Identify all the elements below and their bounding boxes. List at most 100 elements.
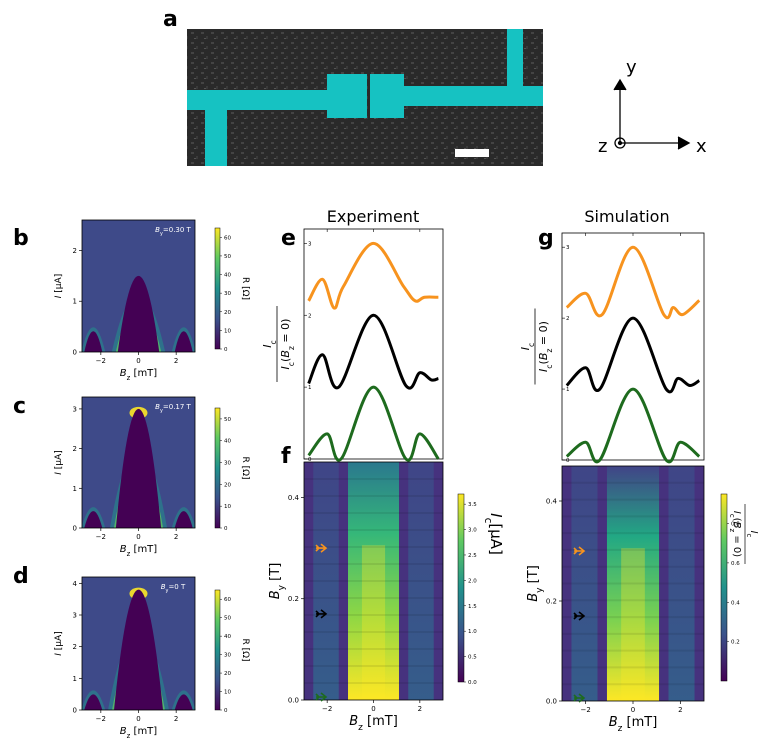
y-axis-label: I [μA] — [54, 274, 64, 298]
axis-y-label: y — [626, 57, 637, 78]
colorbar-tick-label: 0.4 — [731, 600, 740, 606]
simulation-title: Simulation — [584, 207, 669, 226]
y-tick-label: 1 — [566, 387, 570, 393]
arrow-right-icon — [315, 692, 328, 702]
y-tick-label: 2 — [566, 316, 570, 322]
colorbar-tick-label: 2.0 — [468, 578, 477, 584]
colorbar-tick-label: 50 — [224, 616, 231, 622]
x-axis-label: Bz [mT] — [120, 544, 157, 558]
panel-label-e: e — [281, 226, 296, 251]
y-tick-label: 3 — [308, 241, 312, 247]
colorbar-tick-label: 0 — [224, 347, 228, 353]
axes-frame — [303, 228, 444, 460]
colorbar — [214, 407, 221, 529]
colorbar-tick-label: 20 — [224, 482, 231, 488]
y-tick-label: 0 — [308, 457, 312, 463]
colorbar-label: R [Ω] — [240, 638, 250, 661]
colorbar-tick-label: 40 — [224, 634, 231, 640]
panel-label-c: c — [13, 394, 26, 419]
axis-x-label: x — [696, 136, 707, 157]
x-tick-label: 0 — [371, 705, 375, 713]
colorbar-label: R [Ω] — [240, 277, 250, 300]
colorbar — [214, 227, 221, 350]
x-tick-label: 2 — [418, 705, 422, 713]
y-tick-label: 0 — [73, 707, 77, 715]
field-annotation: By=0.17 T — [155, 403, 191, 414]
colorbar-tick-label: 30 — [224, 461, 231, 467]
colorbar-label: Ic[μA] — [482, 513, 505, 555]
panel-label-d: d — [13, 564, 29, 589]
cb-denominator: Ic(Bz = 0) — [728, 511, 742, 557]
y-tick-label: 2 — [308, 313, 312, 319]
sem-image — [187, 29, 543, 166]
series-line-black — [565, 316, 701, 394]
y-tick-label: 2 — [73, 247, 77, 255]
y-tick-label: 0.0 — [546, 698, 557, 706]
side-lobe — [174, 511, 193, 528]
colorbar-tick-label: 10 — [224, 504, 231, 510]
colorbar-tick-label: 50 — [224, 417, 231, 423]
colorbar-tick-label: 40 — [224, 439, 231, 445]
colorbar-tick-label: 40 — [224, 273, 231, 279]
y-tick-label: 3 — [566, 245, 570, 251]
y-tick-label: 0.2 — [288, 595, 299, 603]
y-tick-label: 1 — [73, 485, 77, 493]
side-lobe — [174, 331, 193, 352]
colorbar-tick-label: 20 — [224, 671, 231, 677]
arrow-right-icon — [573, 546, 586, 556]
y-tick-label: 0 — [73, 525, 77, 533]
axes-frame — [561, 232, 705, 461]
colorbar-label: R [Ω] — [240, 456, 250, 479]
side-lobe — [84, 511, 103, 528]
x-axis-label: Bz [mT] — [609, 715, 658, 734]
y-label-denominator: Ic(Bz = 0) — [537, 321, 554, 372]
colorbar-tick-label: 1.5 — [468, 604, 477, 610]
y-tick-label: 0.0 — [288, 697, 299, 705]
panel-label-a: a — [163, 7, 178, 32]
colorbar — [720, 493, 728, 682]
x-tick-label: 0 — [136, 715, 140, 723]
colorbar-tick-label: 10 — [224, 328, 231, 334]
colorbar-tick-label: 0 — [224, 708, 228, 714]
arrow-right-icon — [573, 693, 586, 703]
field-annotation: By=0.30 T — [155, 226, 191, 237]
series-line-orange — [565, 245, 701, 320]
y-tick-label: 0 — [566, 458, 570, 464]
superconducting-dome — [117, 275, 160, 352]
y-tick-label: 0 — [73, 349, 77, 357]
arrow-right-icon — [315, 543, 328, 553]
series-line-green — [307, 385, 440, 462]
device-overlay — [187, 29, 543, 166]
colorbar-tick-label: 60 — [224, 235, 231, 241]
y-axis-label: I [μA] — [54, 631, 64, 655]
colorbar-tick-label: 0.8 — [731, 522, 740, 528]
x-tick-label: 0 — [136, 533, 140, 541]
experiment-title: Experiment — [327, 207, 419, 226]
x-axis-label: Bz [mT] — [120, 726, 157, 740]
x-tick-label: −2 — [96, 357, 106, 365]
arrow-right-icon — [573, 611, 586, 621]
colorbar-tick-label: 0.6 — [731, 561, 740, 567]
colorbar-tick-label: 20 — [224, 310, 231, 316]
colorbar-tick-label: 60 — [224, 597, 231, 603]
series-line-orange — [307, 241, 439, 310]
series-line-green — [565, 387, 701, 464]
y-axis-label: By [T] — [526, 565, 545, 602]
y-tick-label: 3 — [73, 612, 77, 620]
x-tick-label: 2 — [174, 357, 178, 365]
side-lobe — [84, 694, 103, 710]
x-tick-label: −2 — [322, 705, 332, 713]
x-tick-label: −2 — [96, 715, 106, 723]
cb-numerator: Ic — [745, 531, 759, 538]
colorbar-tick-label: 0.5 — [468, 655, 477, 661]
colorbar — [457, 493, 465, 683]
panel-label-g: g — [538, 226, 554, 251]
series-line-black — [307, 313, 439, 390]
